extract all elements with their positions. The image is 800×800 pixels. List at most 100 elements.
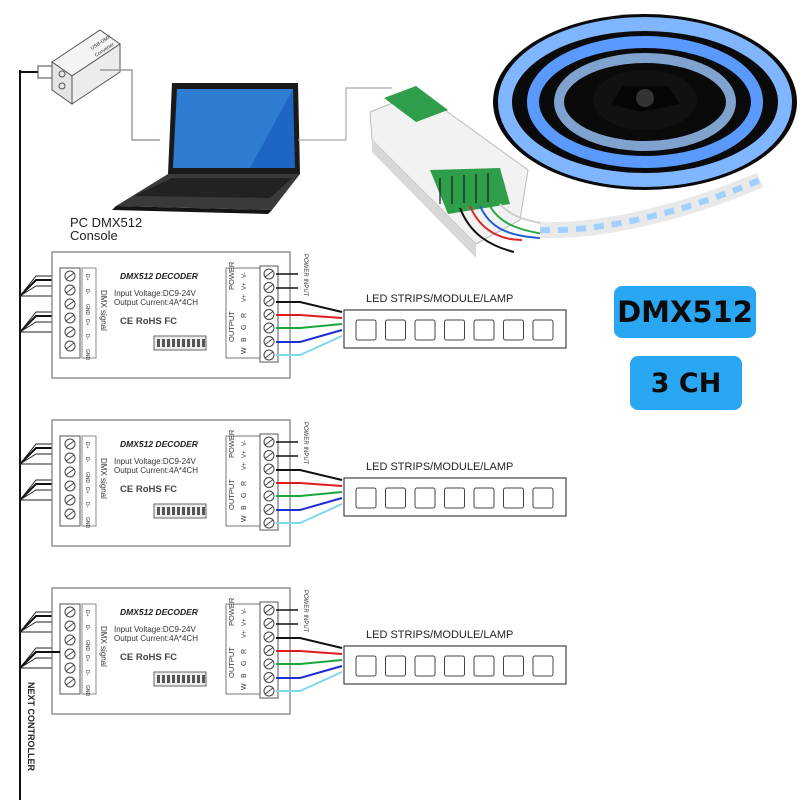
power-input-label: POWER INPUT	[302, 254, 308, 297]
terminal-slot	[264, 660, 274, 668]
dmx-pin-label: D+	[84, 442, 90, 449]
dip-switch-key	[172, 507, 175, 515]
power-label: POWER	[227, 261, 236, 290]
dmx-pin-label: D+	[84, 610, 90, 617]
output-pin-label: B	[241, 337, 248, 342]
led-cell	[473, 487, 495, 509]
led-cell	[444, 487, 465, 509]
output-pin-label: R	[241, 313, 248, 318]
lamp-label: LED STRIPS/MODULE/LAMP	[366, 293, 513, 305]
decoder-input-voltage: Input Voltage:DC9-24V	[114, 289, 196, 298]
led-cell	[414, 319, 436, 341]
terminal-slot	[264, 270, 274, 278]
converter-to-laptop-line	[100, 69, 160, 141]
terminal-slot	[65, 608, 75, 616]
dip-switch-key	[192, 675, 195, 683]
power-pin-label: V+	[242, 282, 248, 290]
dip-switch-key	[187, 507, 190, 515]
decoder-certifications: CE RoHS FC	[120, 652, 177, 663]
console-label-line2: Console	[70, 228, 118, 243]
output-label: OUTPUT	[227, 311, 236, 342]
terminal-slot	[65, 440, 75, 448]
output-wire	[276, 497, 343, 511]
terminal-slot	[264, 647, 274, 654]
dmx-pin-label: D-	[84, 334, 90, 340]
decoder-input-voltage: Input Voltage:DC9-24V	[114, 457, 196, 466]
dip-switch-key	[177, 675, 180, 683]
bus-branch-final	[19, 651, 60, 669]
terminal-slot	[65, 300, 75, 308]
dip-switch-key	[157, 675, 160, 683]
dmx-pin-label-column	[81, 603, 97, 695]
output-wire	[276, 329, 343, 343]
power-pin-label: V+	[242, 462, 248, 470]
terminal-slot	[264, 311, 274, 318]
dmx-pin-label-column	[81, 267, 97, 359]
dip-switch-key	[197, 675, 200, 683]
led-cell	[414, 487, 436, 509]
dmx-pin-label: D-	[84, 457, 90, 463]
terminal-slot	[264, 324, 274, 332]
dip-switch-key	[202, 675, 205, 683]
dip-switch-key	[202, 339, 205, 347]
terminal-slot	[65, 342, 75, 350]
output-label: OUTPUT	[227, 647, 236, 678]
output-wire	[276, 335, 343, 356]
dip-switch-key	[172, 339, 175, 347]
terminal-slot	[65, 650, 75, 658]
output-pin-label: G	[241, 661, 248, 666]
decoder-output-current: Output Current:4A*4CH	[114, 298, 198, 307]
power-pin-label: V-	[242, 440, 248, 446]
terminal-slot	[264, 338, 274, 345]
decoder-title: DMX512 DECODER	[120, 607, 199, 617]
output-wire	[276, 469, 343, 481]
dip-switch-key	[167, 675, 170, 683]
dmx-pin-label: D+	[84, 274, 90, 281]
dip-switch-key	[192, 507, 195, 515]
dip-switch-key	[187, 339, 190, 347]
dip-switch-key	[182, 507, 185, 515]
laptop-console	[112, 83, 300, 214]
led-cell	[444, 319, 465, 341]
dip-switch-key	[187, 675, 190, 683]
lamp-label: LED STRIPS/MODULE/LAMP	[366, 461, 513, 473]
output-wire	[276, 650, 343, 655]
power-pin-label: V+	[242, 294, 248, 302]
led-cell	[532, 319, 554, 341]
terminal-slot	[264, 606, 274, 614]
dip-switch-key	[157, 339, 160, 347]
terminal-slot	[264, 687, 274, 695]
led-strip-reel	[493, 14, 797, 239]
dip-switch-key	[162, 339, 165, 347]
decoder-title: DMX512 DECODER	[120, 439, 199, 449]
power-pin-label: V+	[242, 618, 248, 626]
power-pin-label: V-	[242, 608, 248, 614]
dmx-pin-label: GND	[84, 472, 90, 484]
dmx-pin-label: GND	[84, 640, 90, 652]
power-input-label: POWER INPUT	[302, 590, 308, 633]
output-pin-label: G	[241, 493, 248, 498]
dmx-pin-label: GND	[84, 685, 90, 697]
terminal-slot	[264, 297, 274, 305]
terminal-slot	[264, 479, 274, 486]
output-wire	[276, 323, 343, 329]
led-cell	[532, 655, 554, 677]
dip-switch-key	[177, 339, 180, 347]
terminal-slot	[65, 664, 75, 672]
led-cell	[355, 319, 377, 341]
terminal-slot	[65, 454, 75, 462]
power-label: POWER	[227, 429, 236, 458]
terminal-slot	[65, 328, 75, 336]
terminal-slot	[264, 492, 274, 500]
terminal-slot	[264, 633, 274, 641]
output-wire	[276, 491, 343, 497]
power-pin-label: V-	[242, 272, 248, 278]
dmx-controller-device	[369, 86, 561, 258]
dmx-pin-label: D+	[84, 655, 90, 662]
output-wire	[276, 671, 343, 692]
power-pin-label: V+	[242, 450, 248, 458]
dip-switch-key	[172, 675, 175, 683]
output-label-block	[225, 435, 261, 527]
dmx-pin-label: GND	[84, 349, 90, 361]
